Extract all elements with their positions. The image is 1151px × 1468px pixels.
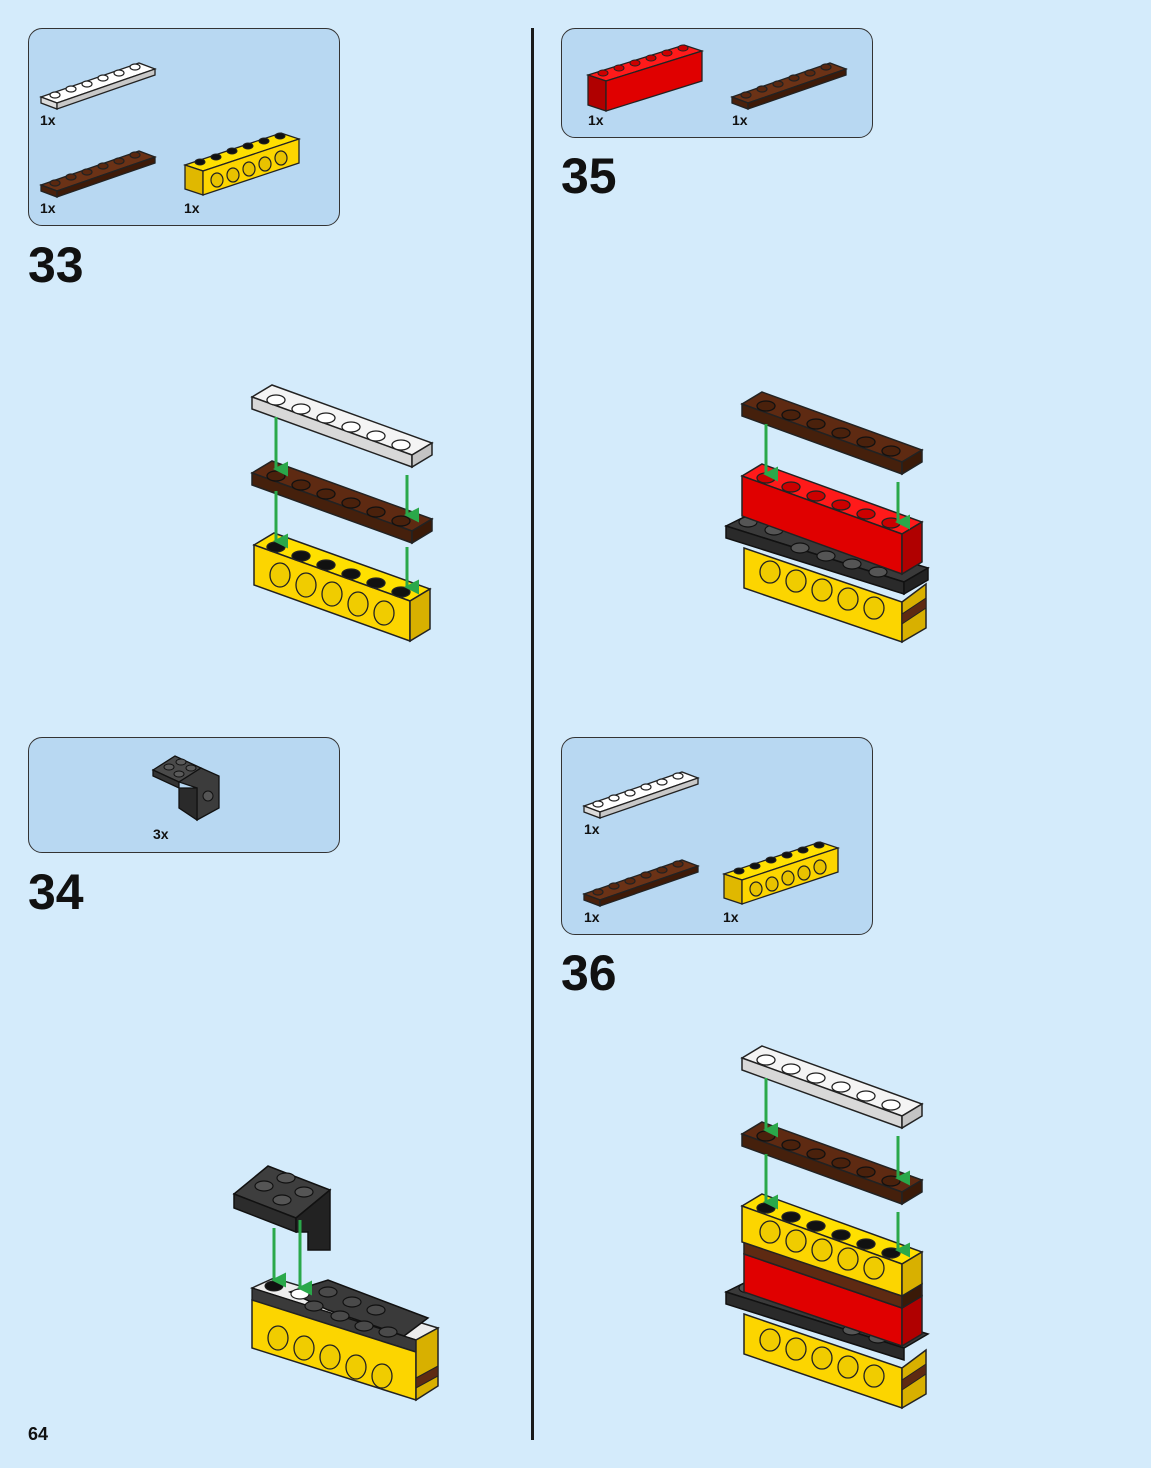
page-number: 64 (28, 1424, 49, 1444)
column-divider (531, 28, 534, 1440)
yellow-technic-brick-1x6-icon (721, 841, 841, 905)
parts-box-step-36: 1x 1x 1x (561, 737, 873, 935)
red-brick-1x6-icon (585, 44, 705, 112)
step-number: 36 (561, 945, 617, 1001)
qty-label: 1x (588, 112, 604, 128)
assembly-illustration-step-35 (724, 391, 930, 644)
qty-label: 1x (584, 909, 600, 925)
parts-box-step-33: 1x 1x 1x (28, 28, 340, 226)
yellow-technic-brick-1x6-icon (182, 132, 302, 196)
qty-label: 3x (153, 826, 169, 842)
white-plate-1x6-icon (582, 771, 700, 819)
qty-label: 1x (184, 200, 200, 216)
parts-box-step-34: 3x (28, 737, 340, 853)
white-plate-1x6-icon (39, 62, 157, 110)
qty-label: 1x (584, 821, 600, 837)
qty-label: 1x (40, 200, 56, 216)
step-number: 35 (561, 148, 617, 204)
qty-label: 1x (732, 112, 748, 128)
step-number: 33 (28, 237, 84, 293)
parts-box-step-35: 1x 1x (561, 28, 873, 138)
brown-plate-1x6-icon (730, 62, 848, 110)
assembly-illustration-step-36 (724, 1045, 930, 1410)
qty-label: 1x (40, 112, 56, 128)
qty-label: 1x (723, 909, 739, 925)
dark-grey-bracket-icon (151, 755, 220, 822)
step-number: 34 (28, 864, 84, 920)
brown-plate-1x6-icon (582, 859, 700, 907)
assembly-illustration-step-33 (250, 384, 434, 643)
assembly-illustration-step-34 (232, 1165, 440, 1402)
brown-plate-1x6-icon (39, 150, 157, 198)
